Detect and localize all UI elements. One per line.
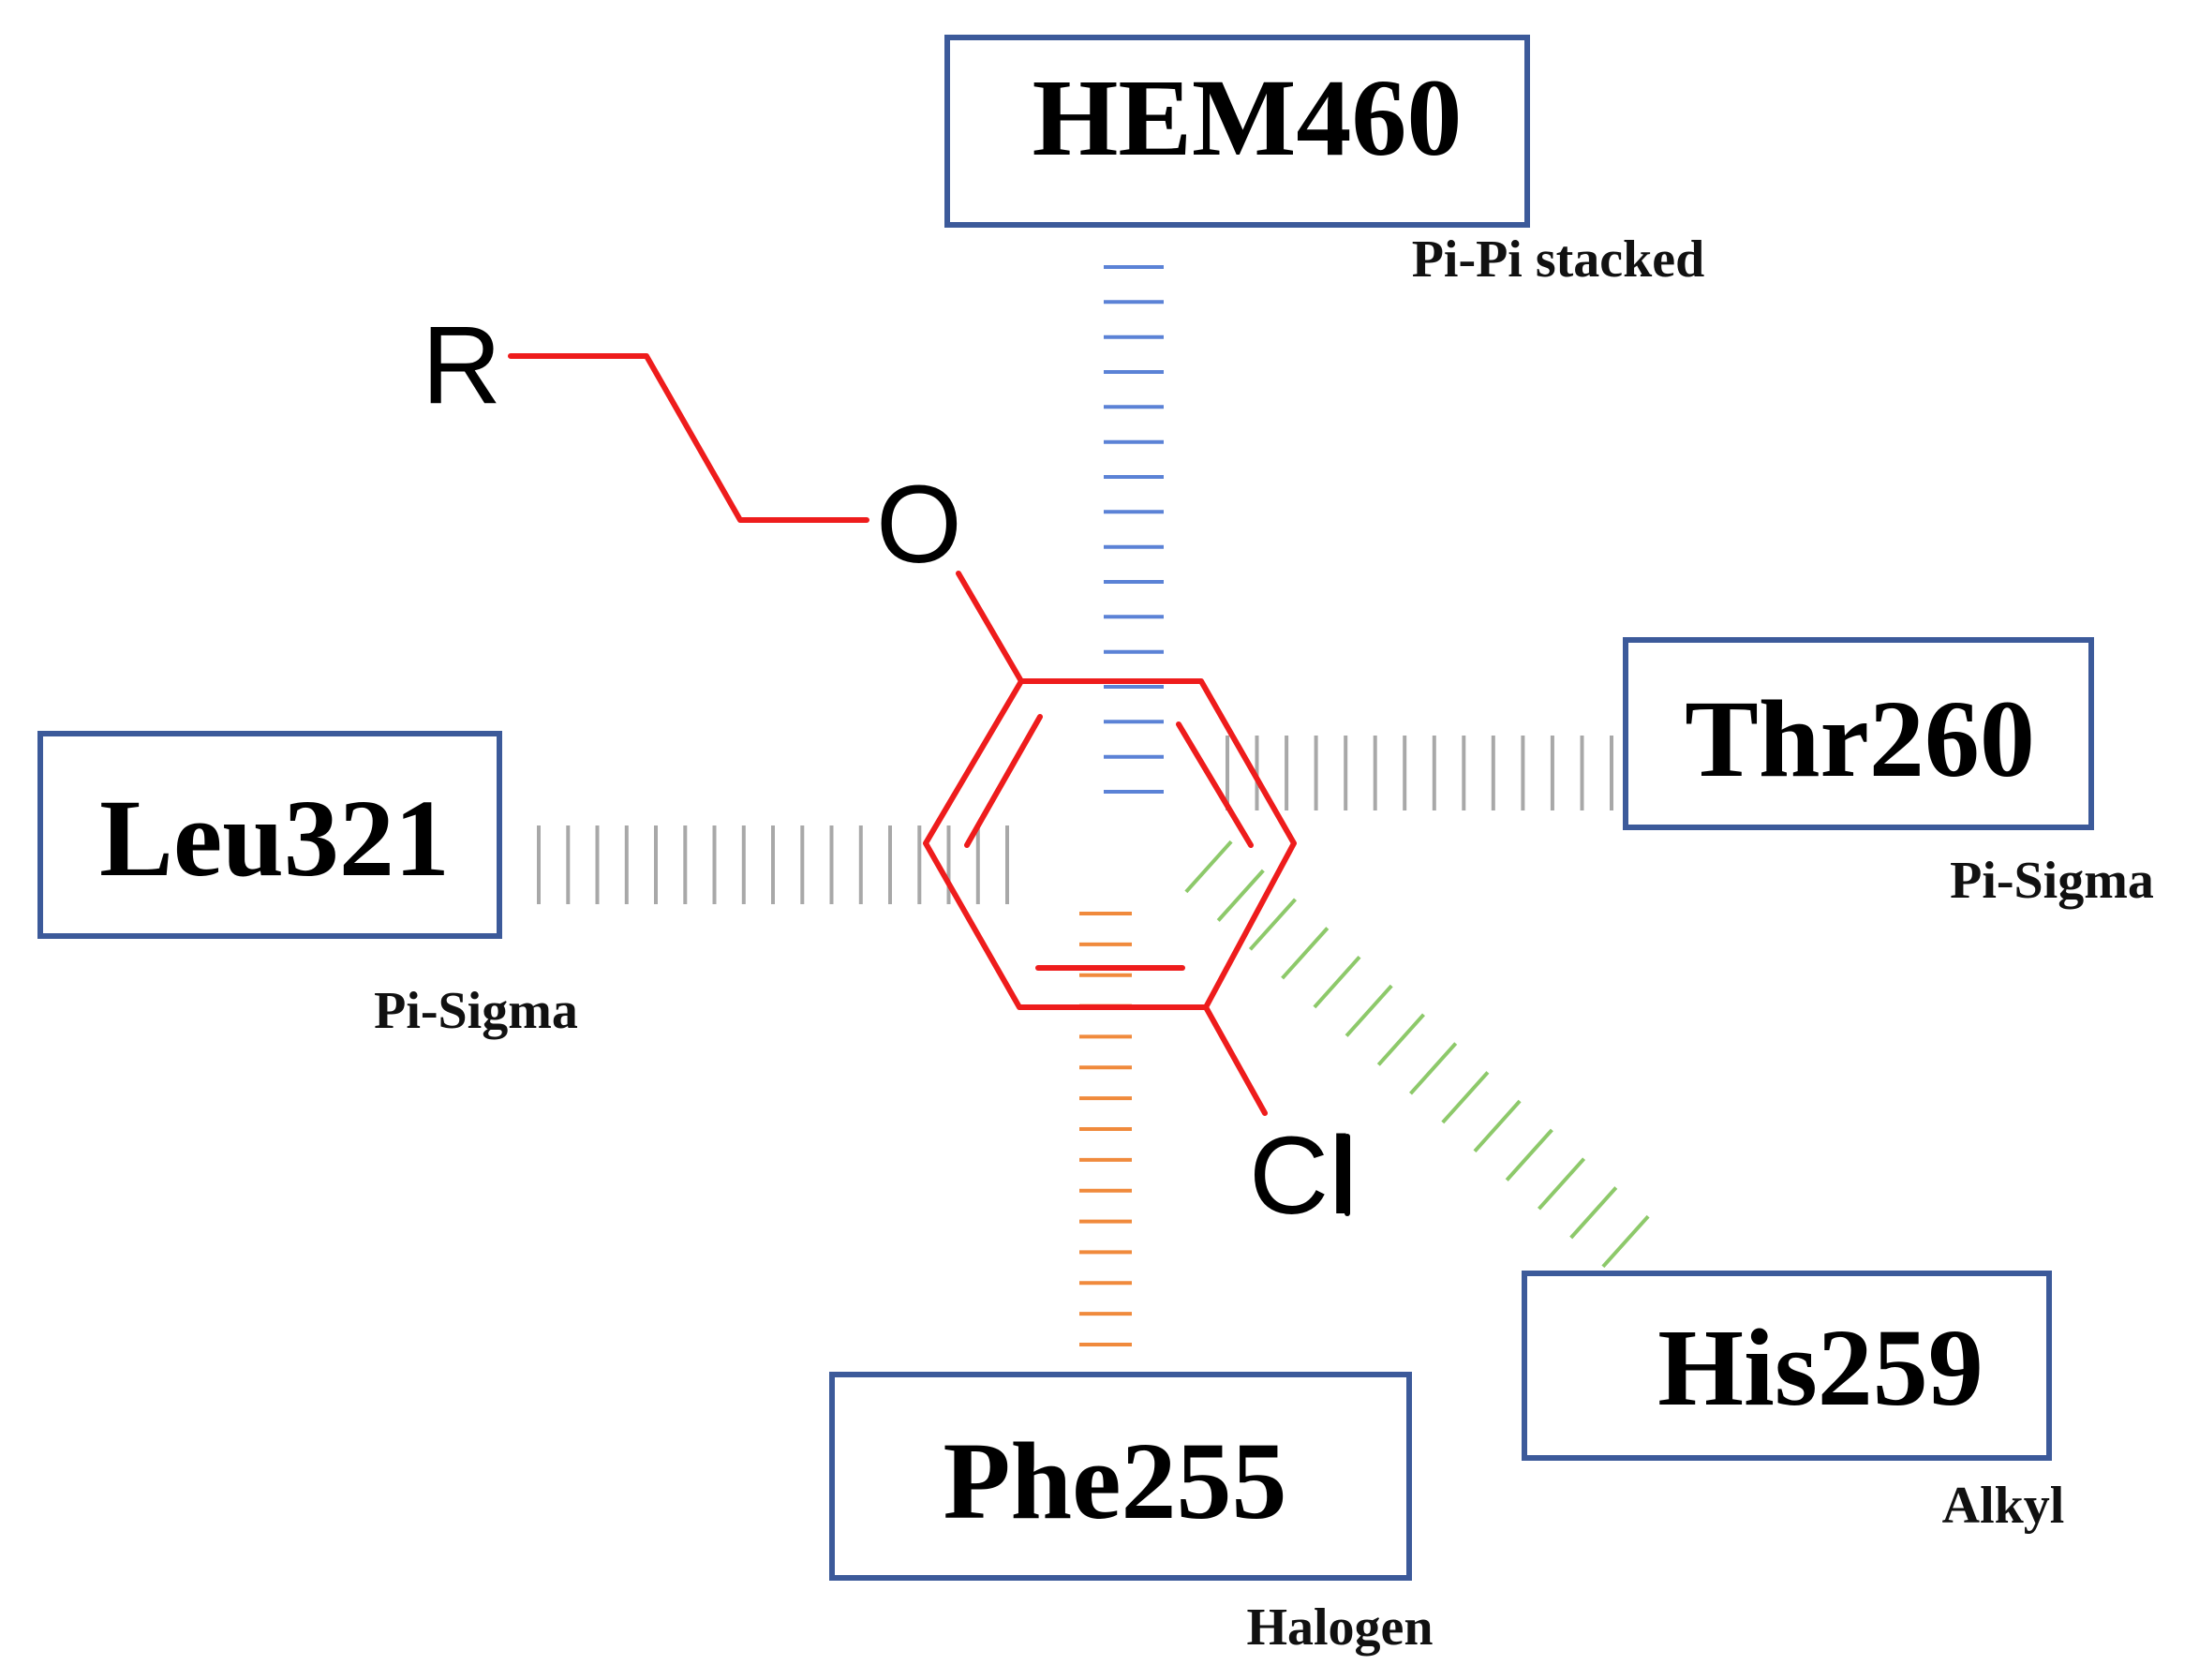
alkyl-dash <box>1184 840 1233 894</box>
pi-pi-stacked-interaction-lines <box>1104 265 1164 794</box>
alkyl-dash <box>1281 927 1330 980</box>
alkyl-dash <box>1345 984 1393 1037</box>
ligand-structure <box>508 353 1350 1216</box>
r-group-label: R <box>422 304 501 427</box>
alkyl-dash <box>1505 1128 1553 1182</box>
alkyl-dash <box>1216 869 1265 922</box>
oxygen-atom-label: O <box>876 463 962 587</box>
alkyl-dash <box>1601 1214 1650 1269</box>
hem460-label: HEM460 <box>1033 56 1463 179</box>
alkyl-interaction-lines <box>1184 840 1650 1269</box>
alkyl-dash <box>1409 1042 1458 1095</box>
thr260-label: Thr260 <box>1685 677 2035 800</box>
thr260-box <box>1623 637 2094 830</box>
alkyl-dash <box>1313 955 1361 1009</box>
residue-thr260: Thr260 Pi-Sigma <box>1623 637 2154 910</box>
leu321-pi-sigma-interaction-lines <box>537 825 1009 904</box>
alkyl-dash <box>1441 1071 1490 1124</box>
his259-box <box>1522 1271 2052 1461</box>
phe255-box <box>829 1372 1412 1581</box>
residue-phe255: Phe255 Halogen <box>829 1372 1434 1657</box>
alkyl-dash <box>1538 1157 1586 1211</box>
alkyl-dash <box>1248 898 1297 951</box>
ring-inner-bond-upper-left <box>964 714 1043 848</box>
leu321-label: Leu321 <box>99 777 450 899</box>
thr260-pi-sigma-label: Pi-Sigma <box>1950 852 2154 910</box>
pi-pi-stacked-label: Pi-Pi stacked <box>1412 230 1705 289</box>
hem460-box <box>944 35 1530 228</box>
o-ring-bond <box>956 571 1024 684</box>
his259-label: His259 <box>1657 1306 1984 1429</box>
residue-leu321: Leu321 Pi-Sigma <box>37 731 578 1040</box>
c-cl-bond <box>1203 1004 1268 1116</box>
thr260-pi-sigma-interaction-lines <box>1226 736 1613 810</box>
alkyl-dash <box>1473 1099 1522 1153</box>
halogen-interaction-lines <box>1079 912 1132 1346</box>
chlorine-atom-label: Cl <box>1249 1114 1353 1238</box>
phe255-label: Phe255 <box>943 1420 1286 1542</box>
alkyl-dash <box>1376 1013 1425 1066</box>
residue-his259: His259 Alkyl <box>1522 1271 2065 1535</box>
alkyl-label: Alkyl <box>1942 1477 2065 1535</box>
benzene-ring <box>923 678 1297 1010</box>
residue-hem460: HEM460 Pi-Pi stacked <box>944 35 1705 289</box>
alkyl-chain-bond <box>508 353 869 523</box>
halogen-label: Halogen <box>1246 1598 1433 1657</box>
leu321-box <box>37 731 502 939</box>
ring-inner-bond-upper-right <box>1176 721 1254 848</box>
alkyl-dash <box>1569 1186 1618 1240</box>
leu321-pi-sigma-label: Pi-Sigma <box>374 982 578 1040</box>
